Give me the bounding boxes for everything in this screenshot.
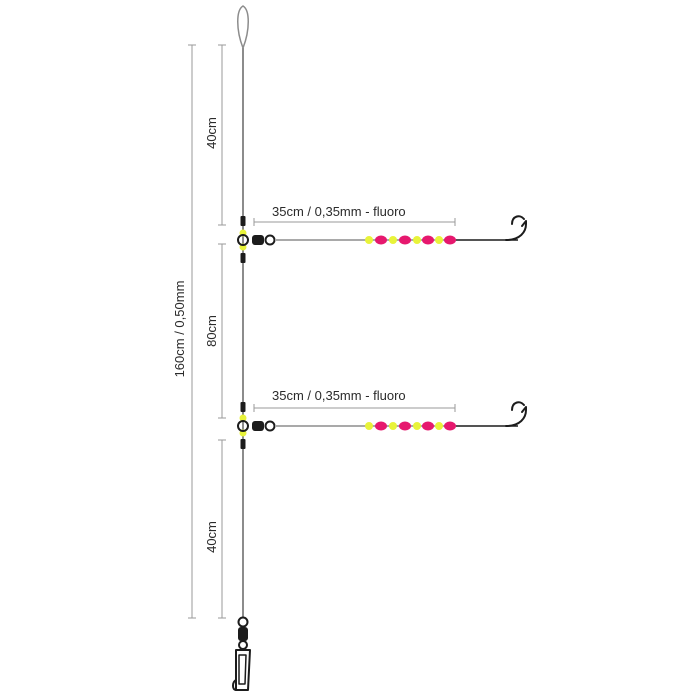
crimp-sleeve-icon: [240, 216, 246, 226]
dimension-lines: [188, 44, 456, 619]
crimp-sleeve-icon: [240, 439, 246, 449]
bead-row: [365, 235, 456, 245]
hook-icon: [511, 401, 525, 411]
swivel-eye-icon: [264, 234, 276, 246]
hook-icon: [511, 215, 525, 225]
crimp-sleeve-icon: [240, 253, 246, 263]
yellow-bead-icon: [239, 414, 247, 422]
branch-1: [237, 215, 527, 263]
bottom-section-label: 40cm: [204, 521, 219, 553]
branch-2: [237, 401, 527, 449]
top-loop-icon: [237, 5, 249, 51]
snap-swivel-icon: [232, 616, 251, 691]
swivel-eye-icon: [264, 420, 276, 432]
branch-2-label: 35cm / 0,35mm - fluoro: [272, 388, 406, 403]
bead-row: [365, 421, 456, 431]
hook-icon: [505, 406, 527, 427]
swivel-ring-icon: [237, 234, 249, 246]
swivel-ring-icon: [237, 420, 249, 432]
branch-1-label: 35cm / 0,35mm - fluoro: [272, 204, 406, 219]
middle-section-label: 80cm: [204, 315, 219, 347]
swivel-icon: [252, 235, 264, 245]
hook-icon: [505, 220, 527, 241]
total-length-label: 160cm / 0,50mm: [172, 280, 187, 378]
swivel-icon: [252, 421, 264, 431]
top-section-label: 40cm: [204, 117, 219, 149]
crimp-sleeve-icon: [240, 402, 246, 412]
